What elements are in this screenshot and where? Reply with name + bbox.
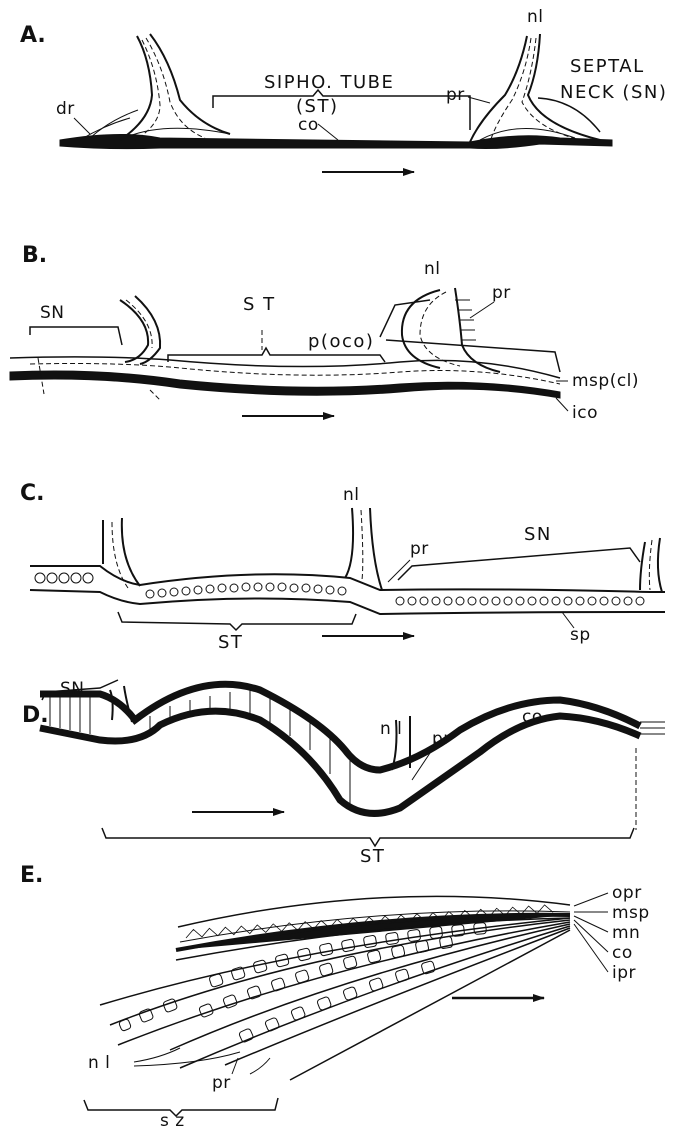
panel-d-tube-upper <box>40 684 640 770</box>
panel-b-label-msp-cl: msp(cl) <box>572 371 639 391</box>
panel-a-label-nl: nl <box>527 7 544 27</box>
panel-a-dr-leader <box>74 118 90 134</box>
panel-c-label-pr: pr <box>410 539 429 559</box>
panel-c-septal-neck-right <box>640 538 662 592</box>
panel-e-label-ipr: ipr <box>612 963 636 983</box>
panel-e-nl-leader-1 <box>134 1048 180 1062</box>
panel-e-label-opr: opr <box>612 883 642 903</box>
panel-a-sn-bracket <box>538 98 600 132</box>
panel-b-label-nl: nl <box>424 259 441 279</box>
panel-d-tube-end <box>640 722 665 734</box>
panel-d-label-co: co <box>522 707 543 727</box>
panel-c-tube-upper <box>30 566 665 592</box>
panel-b-septal-neck-left <box>120 296 160 364</box>
panel-c-label-sn: SN <box>524 524 552 545</box>
panel-d-label-nl: n l <box>380 719 402 739</box>
panel-d-letter: D. <box>22 703 49 728</box>
panel-e-letter: E. <box>20 863 43 888</box>
panel-c-sp-leader <box>562 612 574 628</box>
panel-b-st-divider <box>150 390 160 400</box>
panel-e-label-msp: msp <box>612 903 650 923</box>
panel-a-co-leader <box>318 124 338 140</box>
panel-b-ico-leader <box>556 398 568 411</box>
panel-a: A. nl dr SIPHO. TUBE (ST) pr <box>20 7 667 172</box>
panel-d: D. SN n l pr co ST <box>22 679 665 867</box>
panel-b-label-st: S T <box>243 294 276 315</box>
panel-a-label-pr: pr <box>446 85 465 105</box>
panel-d-tube-lower <box>40 711 640 813</box>
panel-b-sn-bracket <box>30 327 122 345</box>
panel-d-label-pr: pr <box>432 729 451 749</box>
panel-a-label-sipho-tube: SIPHO. TUBE <box>264 72 394 93</box>
panel-c-label-st: ST <box>218 632 243 653</box>
panel-d-st-bracket <box>102 828 634 846</box>
panel-d-label-st: ST <box>360 846 385 867</box>
panel-e-label-pr: pr <box>212 1073 231 1093</box>
panel-e-label-co: co <box>612 943 633 963</box>
panel-a-label-dr: dr <box>56 99 75 119</box>
panel-c-st-bracket <box>118 612 356 630</box>
panel-c-label-sp: sp <box>570 625 591 645</box>
panel-b-label-p-oco: p(oco) <box>308 331 374 352</box>
panel-a-letter: A. <box>20 23 46 48</box>
panel-b: B. SN S T nl pr p(oco) msp(cl) <box>10 243 639 423</box>
panel-a-label-st: (ST) <box>296 96 338 117</box>
panel-a-label-septal: SEPTAL <box>570 56 645 77</box>
panel-e-label-mn: mn <box>612 923 640 943</box>
panel-e: E. <box>20 863 650 1131</box>
panel-e-label-nl: n l <box>88 1053 110 1073</box>
panel-d-tube-hatching <box>50 690 350 804</box>
panel-b-septal-neck-right <box>402 288 500 372</box>
panel-c-tube-lower <box>30 590 665 614</box>
panel-a-label-neck-sn: NECK (SN) <box>560 82 667 103</box>
panel-b-letter: B. <box>22 243 47 268</box>
panel-b-label-ico: ico <box>572 403 598 423</box>
panel-c-letter: C. <box>20 481 45 506</box>
panel-b-pr-leader <box>470 302 494 318</box>
panel-c: C. <box>20 481 665 653</box>
panel-c-septal-neck-left <box>103 518 140 588</box>
panel-e-label-sz: s z <box>160 1111 185 1131</box>
panel-a-label-co: co <box>298 115 319 135</box>
panel-c-sn-bracket <box>398 548 640 580</box>
panel-a-septal-neck-left <box>80 34 230 140</box>
panel-e-pr-leader-2 <box>250 1058 270 1074</box>
panel-b-label-sn: SN <box>40 303 65 323</box>
panel-a-st-bracket <box>213 90 470 130</box>
panel-c-label-nl: nl <box>343 485 360 505</box>
panel-e-leaders <box>574 893 608 972</box>
panel-b-label-pr: pr <box>492 283 511 303</box>
panel-e-tube3-upper <box>225 928 570 1065</box>
panel-a-pr-leader <box>468 97 490 103</box>
panel-b-inner-connecting-ring <box>10 371 560 398</box>
panel-a-connecting-ring <box>60 134 612 148</box>
